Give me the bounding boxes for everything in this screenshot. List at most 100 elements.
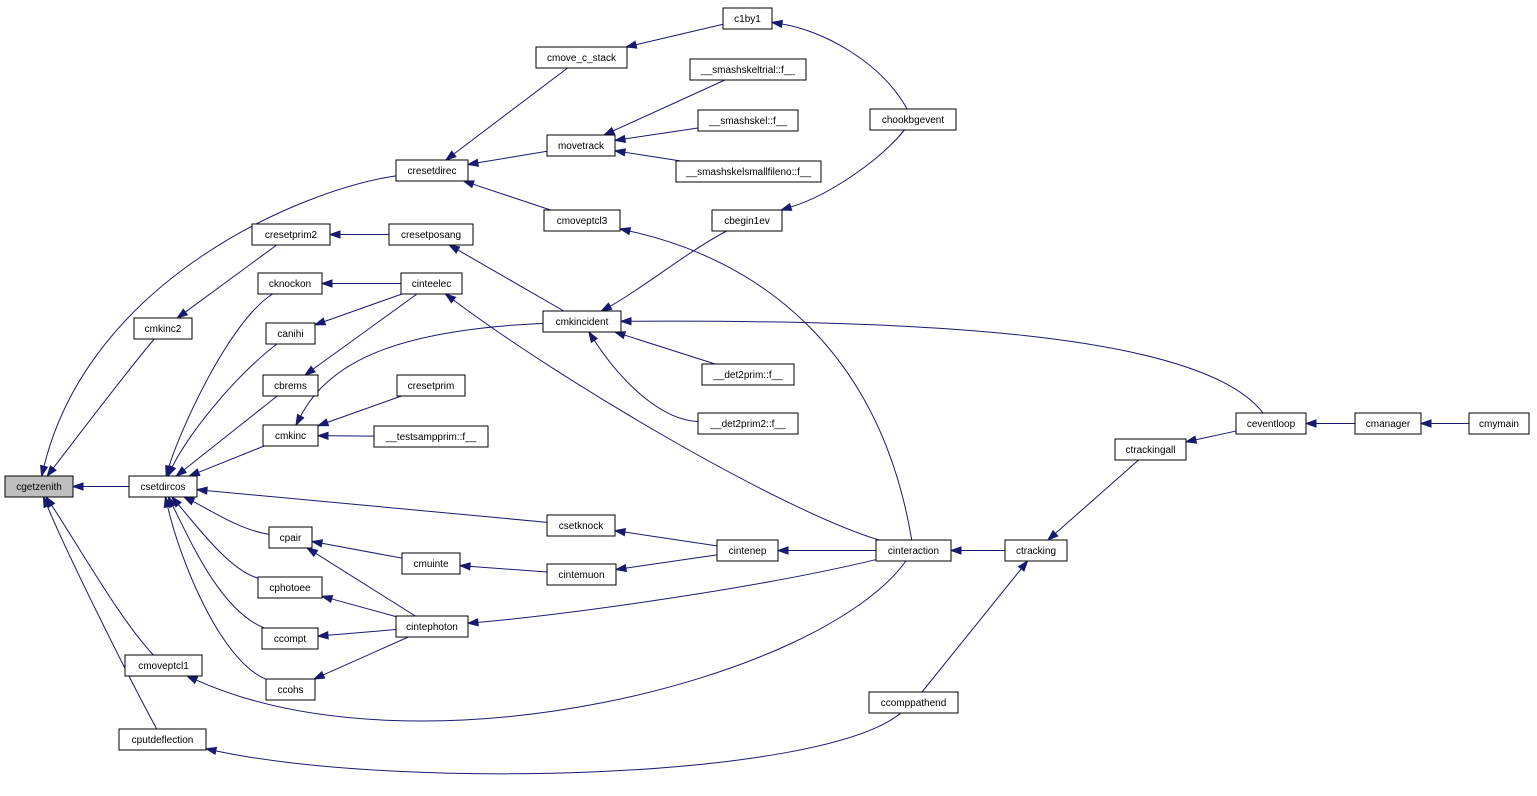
arrowhead <box>614 563 627 573</box>
node-cmanager[interactable]: cmanager <box>1354 412 1422 435</box>
arrowhead <box>1046 529 1059 542</box>
node-box <box>261 627 319 650</box>
edge-cmymain-to-cmanager <box>1419 419 1469 428</box>
arrowhead <box>305 547 319 558</box>
edge-cmuinte-to-cpair <box>310 539 403 559</box>
arrowhead <box>295 413 305 427</box>
node-box <box>546 563 617 586</box>
arrowhead <box>770 19 784 29</box>
edge-ccomppathend-to-ctracking <box>921 559 1029 693</box>
node-cmuinte[interactable]: cmuinte <box>401 552 461 575</box>
node-cinteelec[interactable]: cinteelec <box>400 272 463 295</box>
node-label: __det2prim::f__ <box>712 370 783 381</box>
edge-cintemuon-to-cmuinte <box>458 562 548 573</box>
node-cresetprim2[interactable]: cresetprim2 <box>251 223 331 246</box>
node-ccohs[interactable]: ccohs <box>265 678 316 701</box>
arrowhead <box>458 562 471 571</box>
node-ctrackingall[interactable]: ctrackingall <box>1114 438 1187 461</box>
node-cmoveptcl1[interactable]: cmoveptcl1 <box>124 654 203 677</box>
node-label: csetdircos <box>140 482 185 493</box>
node-c1by1[interactable]: c1by1 <box>722 7 773 30</box>
node-det2prim2[interactable]: __det2prim2::f__ <box>697 412 799 435</box>
node-cresetdirec[interactable]: cresetdirec <box>395 159 469 182</box>
node-label: cmkinc2 <box>145 324 182 335</box>
arrowhead <box>1419 419 1432 428</box>
node-chookbgevent[interactable]: chookbgevent <box>869 108 957 131</box>
node-cmoveptcl3[interactable]: cmoveptcl3 <box>543 209 621 232</box>
node-label: canihi <box>277 329 303 340</box>
node-box <box>1354 412 1422 435</box>
node-cmymain[interactable]: cmymain <box>1468 412 1530 435</box>
node-cpair[interactable]: cpair <box>268 526 313 549</box>
node-box <box>701 363 795 386</box>
edge-cintephoton-to-cpair <box>305 547 416 617</box>
node-cresetposang[interactable]: cresetposang <box>388 223 474 246</box>
node-ccomppathend[interactable]: ccomppathend <box>868 691 959 714</box>
node-csetdircos[interactable]: csetdircos <box>128 475 198 498</box>
node-cinteraction[interactable]: cinteraction <box>875 539 952 562</box>
edge-cmkinc-to-csetdircos <box>187 445 265 477</box>
edge-ccompt-to-csetdircos <box>167 495 265 629</box>
node-label: cinteelec <box>412 279 451 290</box>
edge-cinteraction-to-cmoveptcl3 <box>618 227 913 541</box>
node-label: __smashskeltrial::f__ <box>700 65 795 76</box>
node-label: ccompt <box>274 634 306 645</box>
node-box <box>697 109 799 132</box>
arrowhead <box>320 595 334 604</box>
node-cresetprim[interactable]: cresetprim <box>396 374 466 397</box>
edge-ceventloop-to-ctrackingall <box>1184 430 1237 444</box>
node-cmkinc[interactable]: cmkinc <box>262 424 319 447</box>
node-smashskelsmall[interactable]: __smashskelsmallfileno::f__ <box>675 160 822 183</box>
arrowhead <box>310 539 324 548</box>
node-label: cinteraction <box>888 546 939 557</box>
edge-ccomppathend-to-cputdeflection <box>204 712 902 775</box>
edge-cinteelec-to-canihi <box>313 293 403 326</box>
edge-cinteelec-to-cbrems <box>303 293 418 376</box>
node-smashskeltrial[interactable]: __smashskeltrial::f__ <box>689 58 807 81</box>
arrowhead <box>600 302 613 312</box>
node-movetrack[interactable]: movetrack <box>546 134 616 157</box>
node-cmove_c_stack[interactable]: cmove_c_stack <box>535 46 628 69</box>
node-box <box>4 475 74 498</box>
node-cputdeflection[interactable]: cputdeflection <box>118 728 207 751</box>
node-csetknock[interactable]: csetknock <box>546 514 616 537</box>
node-box <box>118 728 207 751</box>
node-cintemuon[interactable]: cintemuon <box>546 563 617 586</box>
node-ceventloop[interactable]: ceventloop <box>1235 412 1307 435</box>
node-box <box>546 134 616 157</box>
arrowhead <box>167 464 177 478</box>
node-cgetzenith[interactable]: cgetzenith <box>4 475 74 498</box>
arrowhead <box>42 495 52 509</box>
node-label: cknockon <box>269 279 311 290</box>
node-testsampprim[interactable]: __testsampprim::f__ <box>373 425 489 448</box>
edge-chookbgevent-to-c1by1 <box>770 19 908 110</box>
node-canihi[interactable]: canihi <box>265 322 316 345</box>
node-smashskel[interactable]: __smashskel::f__ <box>697 109 799 132</box>
node-cknockon[interactable]: cknockon <box>257 272 323 295</box>
node-box <box>716 539 779 562</box>
arrowhead <box>776 546 789 555</box>
node-ctracking[interactable]: ctracking <box>1004 539 1068 562</box>
node-cintephoton[interactable]: cintephoton <box>395 615 469 638</box>
node-cintenep[interactable]: cintenep <box>716 539 779 562</box>
arrowhead <box>613 528 627 537</box>
node-ccompt[interactable]: ccompt <box>261 627 319 650</box>
node-cbrems[interactable]: cbrems <box>262 374 319 397</box>
node-box <box>1114 438 1187 461</box>
node-label: cresetprim <box>408 381 455 392</box>
node-label: cphotoee <box>269 583 311 594</box>
node-cmkinc2[interactable]: cmkinc2 <box>133 317 193 340</box>
arrowhead <box>444 150 457 161</box>
node-det2prim[interactable]: __det2prim::f__ <box>701 363 795 386</box>
node-box <box>268 526 313 549</box>
node-box <box>722 7 773 30</box>
arrowhead <box>328 230 341 239</box>
arrowhead <box>195 486 208 495</box>
node-cbegin1ev[interactable]: cbegin1ev <box>711 209 783 232</box>
node-cmkincident[interactable]: cmkincident <box>542 310 622 333</box>
node-cphotoee[interactable]: cphotoee <box>257 576 323 599</box>
arrowhead <box>320 279 333 288</box>
edge-chookbgevent-to-cbegin1ev <box>779 129 905 211</box>
edge-cresetposang-to-cresetprim2 <box>328 230 389 239</box>
node-box <box>396 374 466 397</box>
